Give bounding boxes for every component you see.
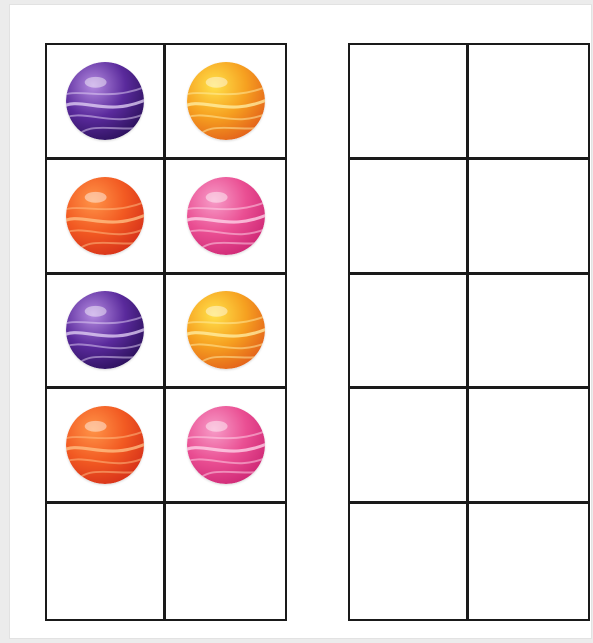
left-board-cell[interactable] <box>166 160 285 275</box>
orange-marble-icon[interactable] <box>66 406 144 484</box>
right-board-cell[interactable] <box>350 389 469 504</box>
left-board-cell[interactable] <box>47 504 166 619</box>
right-board-cell[interactable] <box>469 389 588 504</box>
purple-marble-icon[interactable] <box>66 62 144 140</box>
pink-marble-icon[interactable] <box>187 406 265 484</box>
right-board-cell[interactable] <box>350 275 469 390</box>
pink-marble-icon[interactable] <box>187 177 265 255</box>
right-board-cell[interactable] <box>350 45 469 160</box>
left-board-cell[interactable] <box>47 45 166 160</box>
workspace-card <box>9 4 592 639</box>
left-board-cell[interactable] <box>47 389 166 504</box>
right-board-cell[interactable] <box>469 504 588 619</box>
right-board-cell[interactable] <box>469 160 588 275</box>
purple-marble-icon[interactable] <box>66 291 144 369</box>
left-board-cell[interactable] <box>47 275 166 390</box>
left-board-cell[interactable] <box>166 504 285 619</box>
left-board-cell[interactable] <box>166 389 285 504</box>
right-board-cell[interactable] <box>350 160 469 275</box>
yellow-marble-icon[interactable] <box>187 291 265 369</box>
left-board-cell[interactable] <box>166 275 285 390</box>
right-board-cell[interactable] <box>469 45 588 160</box>
left-board-cell[interactable] <box>47 160 166 275</box>
right-board-cell[interactable] <box>469 275 588 390</box>
left-board <box>45 43 287 621</box>
right-board-cell[interactable] <box>350 504 469 619</box>
right-board <box>348 43 590 621</box>
left-board-cell[interactable] <box>166 45 285 160</box>
yellow-marble-icon[interactable] <box>187 62 265 140</box>
orange-marble-icon[interactable] <box>66 177 144 255</box>
